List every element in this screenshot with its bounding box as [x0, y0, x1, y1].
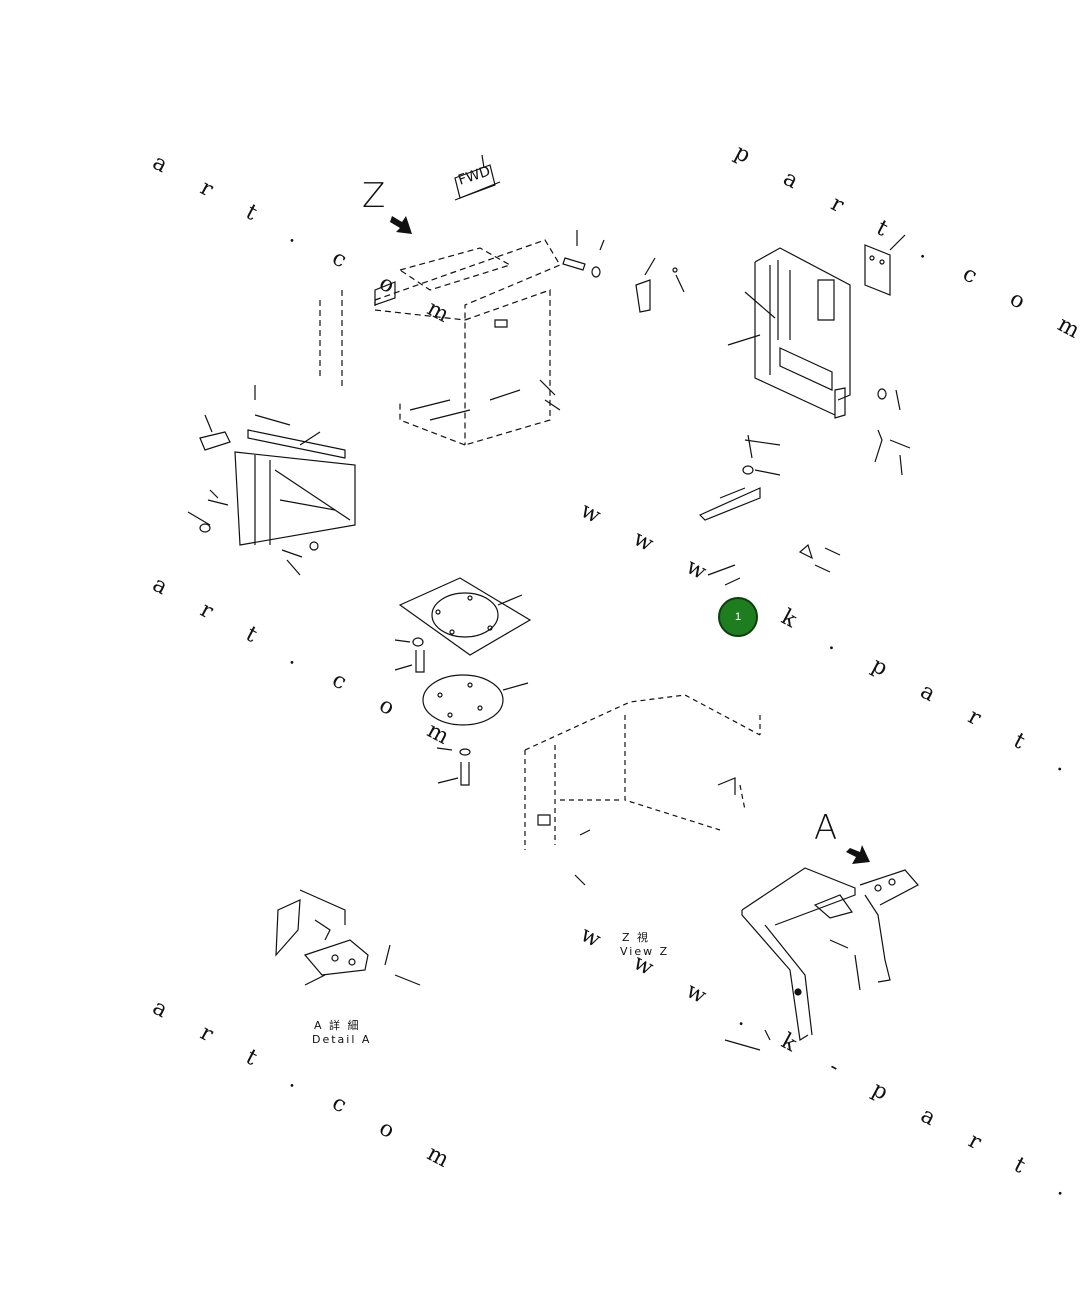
lower-right-bracket	[725, 868, 918, 1050]
bracket-plate	[865, 235, 905, 295]
view-z-label: Z	[362, 176, 386, 216]
upper-frame-details	[375, 282, 560, 420]
right-bolts	[700, 389, 910, 585]
view-z-caption-en: View Z	[620, 945, 670, 958]
view-z-arrow	[390, 216, 412, 234]
view-a-label: A	[814, 808, 838, 848]
round-cover	[423, 675, 528, 785]
left-bracket-assembly	[200, 385, 355, 545]
bolt-group-top	[563, 230, 684, 312]
detail-a-caption: A 詳 細	[314, 1019, 361, 1032]
detail-a-drawing	[276, 890, 420, 985]
lower-frame-details	[538, 778, 735, 885]
detail-a-caption-en: Detail A	[312, 1033, 372, 1046]
floor-plate	[395, 578, 530, 672]
lower-frame-assembly	[525, 695, 760, 850]
view-a-arrow	[846, 845, 870, 864]
upper-frame-assembly	[320, 240, 560, 445]
view-z-caption: Z 視	[622, 931, 651, 944]
callout-marker-1[interactable]: 1	[718, 597, 758, 637]
right-panel-assembly	[728, 248, 850, 418]
left-bolts	[188, 490, 318, 575]
fwd-marker	[455, 155, 500, 200]
